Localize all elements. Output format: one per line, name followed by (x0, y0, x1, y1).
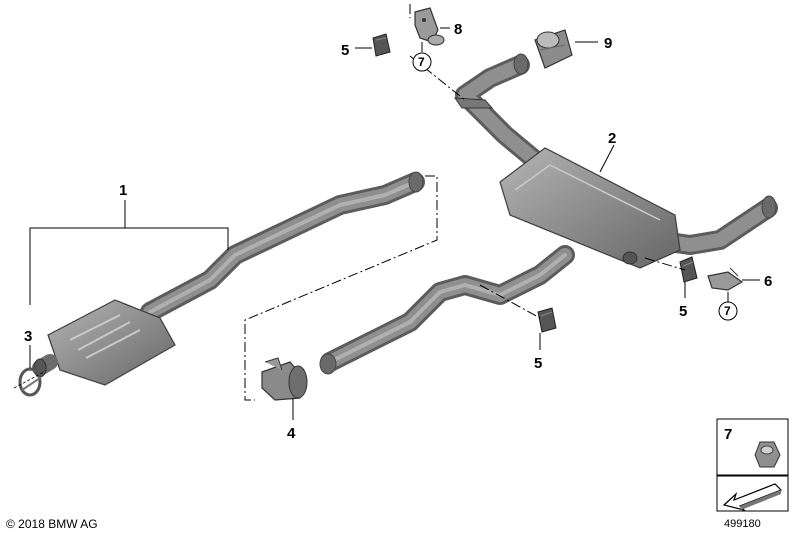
direction-arrow-icon (722, 483, 783, 512)
callout-4: 4 (287, 425, 296, 442)
hanger-bracket-right (707, 267, 744, 291)
callout-5-middle: 5 (534, 355, 542, 372)
circled-ref-top: 7 (412, 52, 432, 72)
copyright-notice: © 2018 BMW AG (6, 517, 98, 531)
callout-5-top: 5 (341, 42, 349, 59)
legend-box-nut: 7 (716, 418, 789, 476)
tailpipe-trim (534, 29, 573, 69)
circled-ref-right-label: 7 (724, 304, 731, 318)
callout-8: 8 (454, 21, 462, 38)
callout-1: 1 (119, 182, 127, 199)
legend-box-nut-number: 7 (724, 426, 732, 443)
callout-3: 3 (24, 328, 32, 345)
gasket-ring (13, 367, 45, 397)
callout-5-right: 5 (679, 303, 687, 320)
legend-box-arrow (716, 475, 789, 512)
hex-nut-icon (754, 441, 781, 468)
hanger-bracket-top (414, 7, 445, 46)
rear-muffler (453, 53, 778, 269)
callout-2: 2 (608, 130, 616, 147)
callout-9: 9 (604, 35, 612, 52)
rubber-mount-right (679, 256, 698, 283)
assembly-guides (244, 4, 686, 401)
callout-6: 6 (764, 273, 772, 290)
circled-ref-top-label: 7 (418, 55, 425, 69)
rubber-mount-middle (537, 307, 557, 333)
leader-lines (29, 27, 760, 420)
diagram-number: 499180 (724, 518, 761, 530)
circled-ref-right: 7 (718, 301, 738, 321)
front-pipe-assembly (32, 171, 425, 386)
middle-pipe (319, 245, 575, 375)
rubber-mount-top (372, 33, 391, 57)
pipe-clamp (261, 357, 308, 401)
